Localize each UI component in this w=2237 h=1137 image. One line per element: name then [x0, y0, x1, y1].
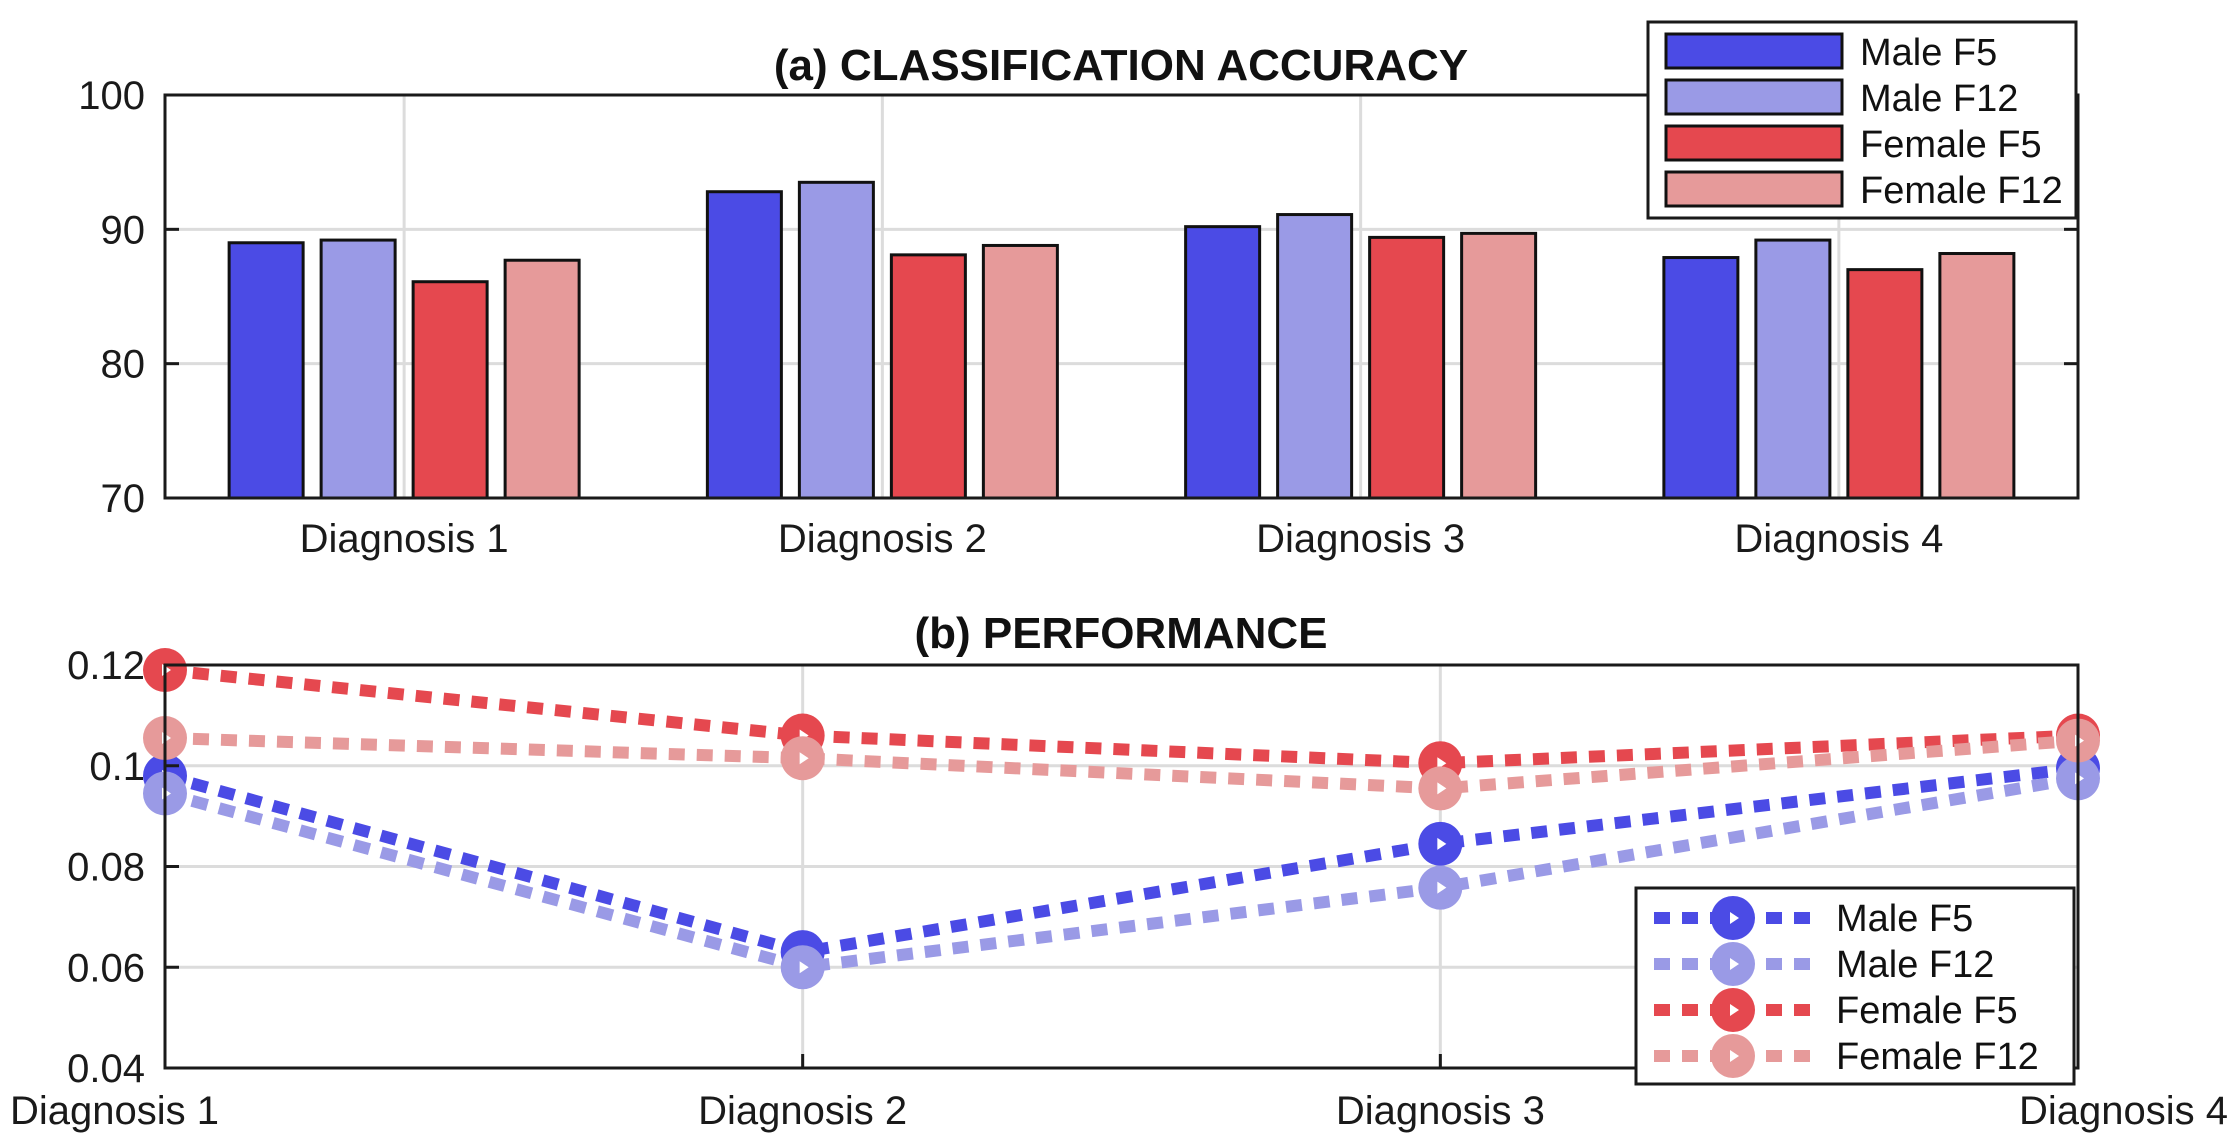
bar-chart-bars [227, 180, 2016, 500]
line-chart-x-tick-labels: Diagnosis 1 Diagnosis 2 Diagnosis 3 Diagnos… [10, 1054, 2228, 1133]
bar-x-tick-label: Diagnosis 3 [1256, 517, 1465, 561]
bar-x-tick-label: Diagnosis 2 [778, 517, 987, 561]
line-series [163, 772, 2080, 974]
bar [889, 253, 967, 500]
line-y-tick-label: 0.1 [89, 745, 145, 789]
bar-y-tick-label: 90 [101, 208, 146, 252]
bar-chart-axes-box [163, 93, 2080, 500]
line-point [1418, 766, 1463, 811]
bar-legend-swatch [1664, 170, 1844, 208]
bar-legend-label: Male F5 [1860, 32, 1997, 74]
line-point-triangle [1730, 1004, 1739, 1016]
bar [705, 190, 783, 500]
bar-legend-label: Male F12 [1860, 78, 2018, 120]
bar [1662, 256, 1740, 500]
line-series [163, 762, 2079, 959]
line-point-triangle [1437, 881, 1447, 894]
line-point-triangle [799, 961, 809, 974]
line-y-tick-label: 0.12 [67, 644, 145, 688]
line-legend-label: Male F5 [1836, 898, 1973, 940]
line-point [780, 945, 825, 990]
bar-x-tick-label: Diagnosis 1 [300, 517, 509, 561]
bar-legend-swatch [1664, 32, 1844, 70]
line-y-tick-label: 0.08 [67, 846, 145, 890]
line-point [780, 736, 825, 781]
bar-chart-x-tick-labels: Diagnosis 1 Diagnosis 2 Diagnosis 3 Diagnos… [300, 517, 1944, 561]
bar-x-tick-label: Diagnosis 4 [1734, 517, 1943, 561]
line-point-triangle [1437, 837, 1447, 850]
line-series [164, 664, 2079, 770]
bar [1754, 238, 1832, 500]
bar [1460, 231, 1538, 500]
line-legend-label: Female F5 [1836, 990, 2018, 1032]
line-chart-y-tick-labels: 0.04 0.06 0.08 0.1 0.12 [67, 644, 179, 1091]
bar [503, 258, 581, 500]
line-y-tick-label: 0.04 [67, 1047, 145, 1091]
line-point [1711, 988, 1755, 1032]
bar [981, 243, 1059, 500]
line-point [1711, 1034, 1755, 1078]
line-point [1418, 865, 1463, 910]
bar [1184, 225, 1262, 500]
line-x-tick-label: Diagnosis 1 [10, 1089, 219, 1133]
line-point [1711, 942, 1755, 986]
line-y-tick-label: 0.06 [67, 946, 145, 990]
line-point [1711, 896, 1755, 940]
bar [1368, 235, 1446, 500]
line-legend-box [1634, 886, 2076, 1086]
line-x-tick-label: Diagnosis 2 [698, 1089, 907, 1133]
bar-chart-title: (a) CLASSIFICATION ACCURACY [774, 41, 1468, 90]
line-chart-title: (b) PERFORMANCE [914, 609, 1327, 658]
bar [227, 241, 305, 500]
bar [411, 280, 489, 500]
bar-legend-swatch [1664, 124, 1844, 162]
bar-chart-y-tick-labels: 70 80 90 100 [78, 74, 2078, 521]
line-point-triangle [799, 752, 809, 765]
bar-legend-swatch [1664, 78, 1844, 116]
line-point-triangle [1437, 757, 1447, 770]
line-legend-label: Male F12 [1836, 944, 1994, 986]
bar-legend-label: Female F5 [1860, 124, 2042, 166]
bar [319, 238, 397, 500]
bar-y-tick-label: 100 [78, 74, 145, 118]
line-point-triangle [1730, 1050, 1739, 1062]
line-point [1418, 821, 1463, 866]
line-point-triangle [1437, 782, 1447, 795]
line-point-triangle [1730, 912, 1739, 924]
bar-legend-label: Female F12 [1860, 170, 2063, 212]
line-series [164, 732, 2079, 795]
line-point-triangle [1730, 958, 1739, 970]
line-x-tick-label: Diagnosis 4 [2019, 1089, 2228, 1133]
bar [1938, 252, 2016, 500]
line-legend-label: Female F12 [1836, 1036, 2039, 1078]
bar [797, 180, 875, 500]
line-x-tick-label: Diagnosis 3 [1336, 1089, 1545, 1133]
bar-y-tick-label: 70 [101, 477, 146, 521]
bar-y-tick-label: 80 [101, 343, 146, 387]
bar [1846, 268, 1924, 500]
bar [1276, 213, 1354, 500]
